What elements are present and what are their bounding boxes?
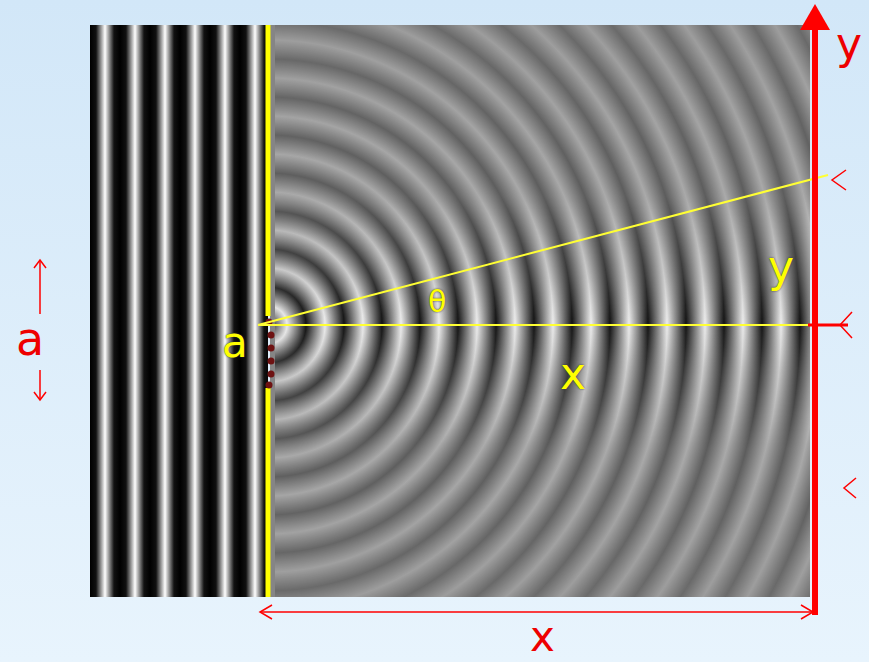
offset-label: y xyxy=(768,245,794,289)
slit-width-label: a xyxy=(16,316,44,362)
distance-dimension-label: x xyxy=(530,616,555,658)
distance-label: x xyxy=(560,352,586,396)
slit-label: a xyxy=(222,322,248,364)
axis-label: y xyxy=(836,22,862,66)
angle-label: θ xyxy=(428,287,446,317)
